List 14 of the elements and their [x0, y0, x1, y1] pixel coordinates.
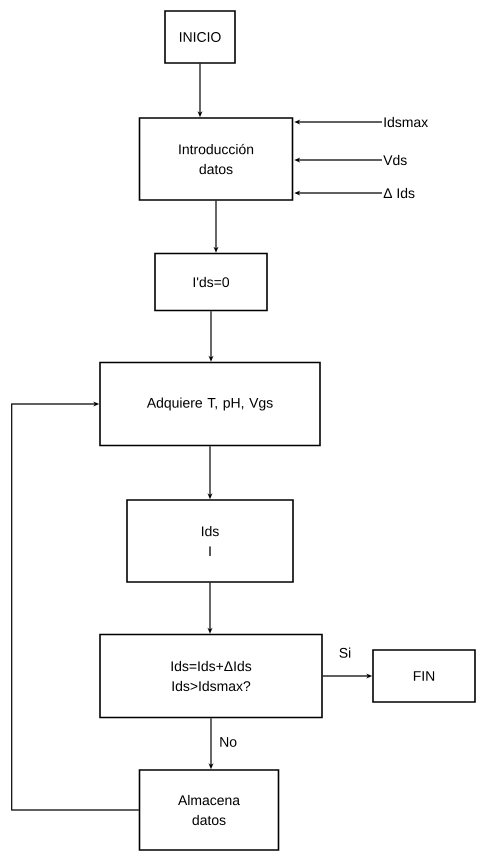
process-box: Almacena datos: [138, 769, 280, 851]
terminal-box: INICIO: [164, 10, 236, 64]
input-label: Idsmax: [384, 116, 428, 128]
input-label: Δ Ids: [384, 188, 414, 198]
input-label: Vds: [383, 154, 407, 166]
process-box: I'ds=0: [154, 252, 268, 312]
process-box: Adquiere T, pH, Vgs: [99, 362, 321, 446]
process-box: Introducción datos: [138, 117, 294, 201]
terminal-box: FIN: [372, 649, 476, 703]
edge-label: No: [218, 736, 238, 748]
arrow: [11, 401, 139, 811]
process-box: Ids I: [126, 499, 294, 583]
decision-box: Ids=Ids+ΔIds Ids>Idsmax?: [99, 634, 323, 718]
edge-label: Si: [338, 646, 352, 659]
